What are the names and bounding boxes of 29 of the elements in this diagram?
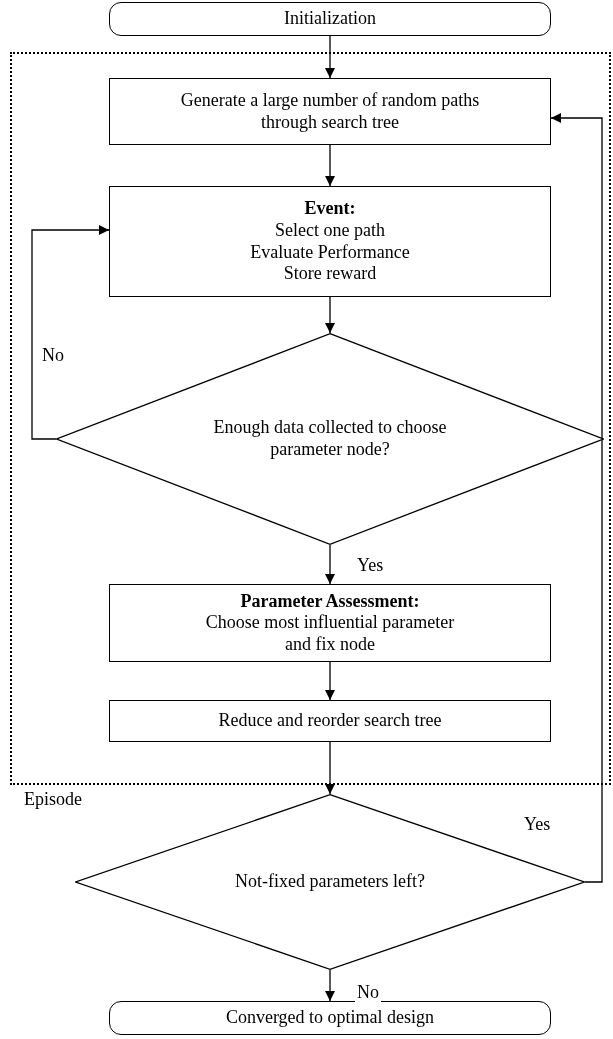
terminal-box [109,2,551,36]
box-text: Evaluate Performance [250,241,410,264]
process-box [109,584,551,662]
arrow [325,969,335,1002]
box-text: Choose most influential parameter and fix node [204,612,456,656]
process-box [109,700,551,742]
box-heading: Parameter Assessment: [240,590,420,613]
arrow [325,661,335,701]
decision-text: Enough data collected to choose parameter node? [212,417,448,461]
box-text: Reduce and reorder search tree [218,710,442,732]
box-text: Initialization [284,8,376,30]
box-text: Select one path [275,219,385,242]
arrow [325,144,335,187]
process-box [109,186,551,297]
arrow [325,741,335,795]
box-text: Store reward [283,263,377,285]
arrow [325,544,335,585]
terminal-box [109,1001,551,1035]
arrow [550,113,603,883]
process-box [109,78,551,145]
edge-label: No [355,983,381,1003]
box-text: Converged to optimal design [225,1007,435,1029]
box-heading: Event: [304,198,356,220]
group-label: Episode [24,789,82,811]
arrow [325,296,335,334]
arrow [31,225,110,440]
arrow [325,35,335,79]
decision-text: Not-fixed parameters left? [235,871,425,893]
box-text: Generate a large number of random paths through search tree [179,89,481,134]
